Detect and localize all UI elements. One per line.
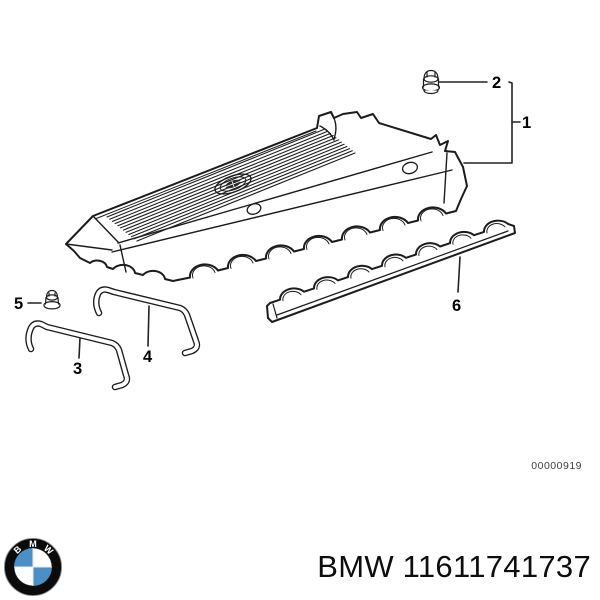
cover-scallop-shadows [192,208,444,279]
callout-label-3: 3 [73,360,82,378]
cover-hole-right [401,161,419,175]
callout-label-1: 1 [522,114,531,132]
strip-inner-edge [276,230,509,316]
logo-letter-b: B [12,544,24,556]
logo-quadrant-bottom-right [33,567,52,586]
leader-3 [78,337,81,359]
drawing-number: 00000919 [531,460,582,472]
strip-endcap-line [272,303,278,319]
callout-lines [27,81,521,359]
callout-label-2: 2 [492,74,501,92]
exploded-parts-drawing: 1 2 3 4 5 6 00000919 [14,69,582,472]
cover-strip-part-6 [266,219,516,323]
nut-part-5 [43,289,61,310]
logo-quadrant-top-left [14,548,33,567]
bracket-part-3 [25,320,131,391]
cover-hole-left [246,203,262,215]
part-number-text: 11611741737 [402,549,591,584]
leader-6 [457,256,461,293]
cover-fold-lines [65,112,453,273]
leader-4 [147,305,150,347]
bracket-part-4 [93,286,201,357]
cover-back-edge-line [94,130,317,220]
engine-cover-part-1 [65,111,468,282]
logo-letter-m: M [29,539,37,549]
callout-label-5: 5 [14,295,23,313]
cover-silhouette [65,111,468,282]
leader-bracket-1 [463,81,513,164]
bmw-logo: B M W [3,537,63,597]
cover-roundel-emblem [214,173,252,195]
brand-text: BMW [317,549,394,584]
callout-label-6: 6 [452,297,461,315]
cap-nut-part-2 [421,69,441,95]
callout-label-4: 4 [143,348,153,366]
strip-scallop-shadows [282,223,506,302]
